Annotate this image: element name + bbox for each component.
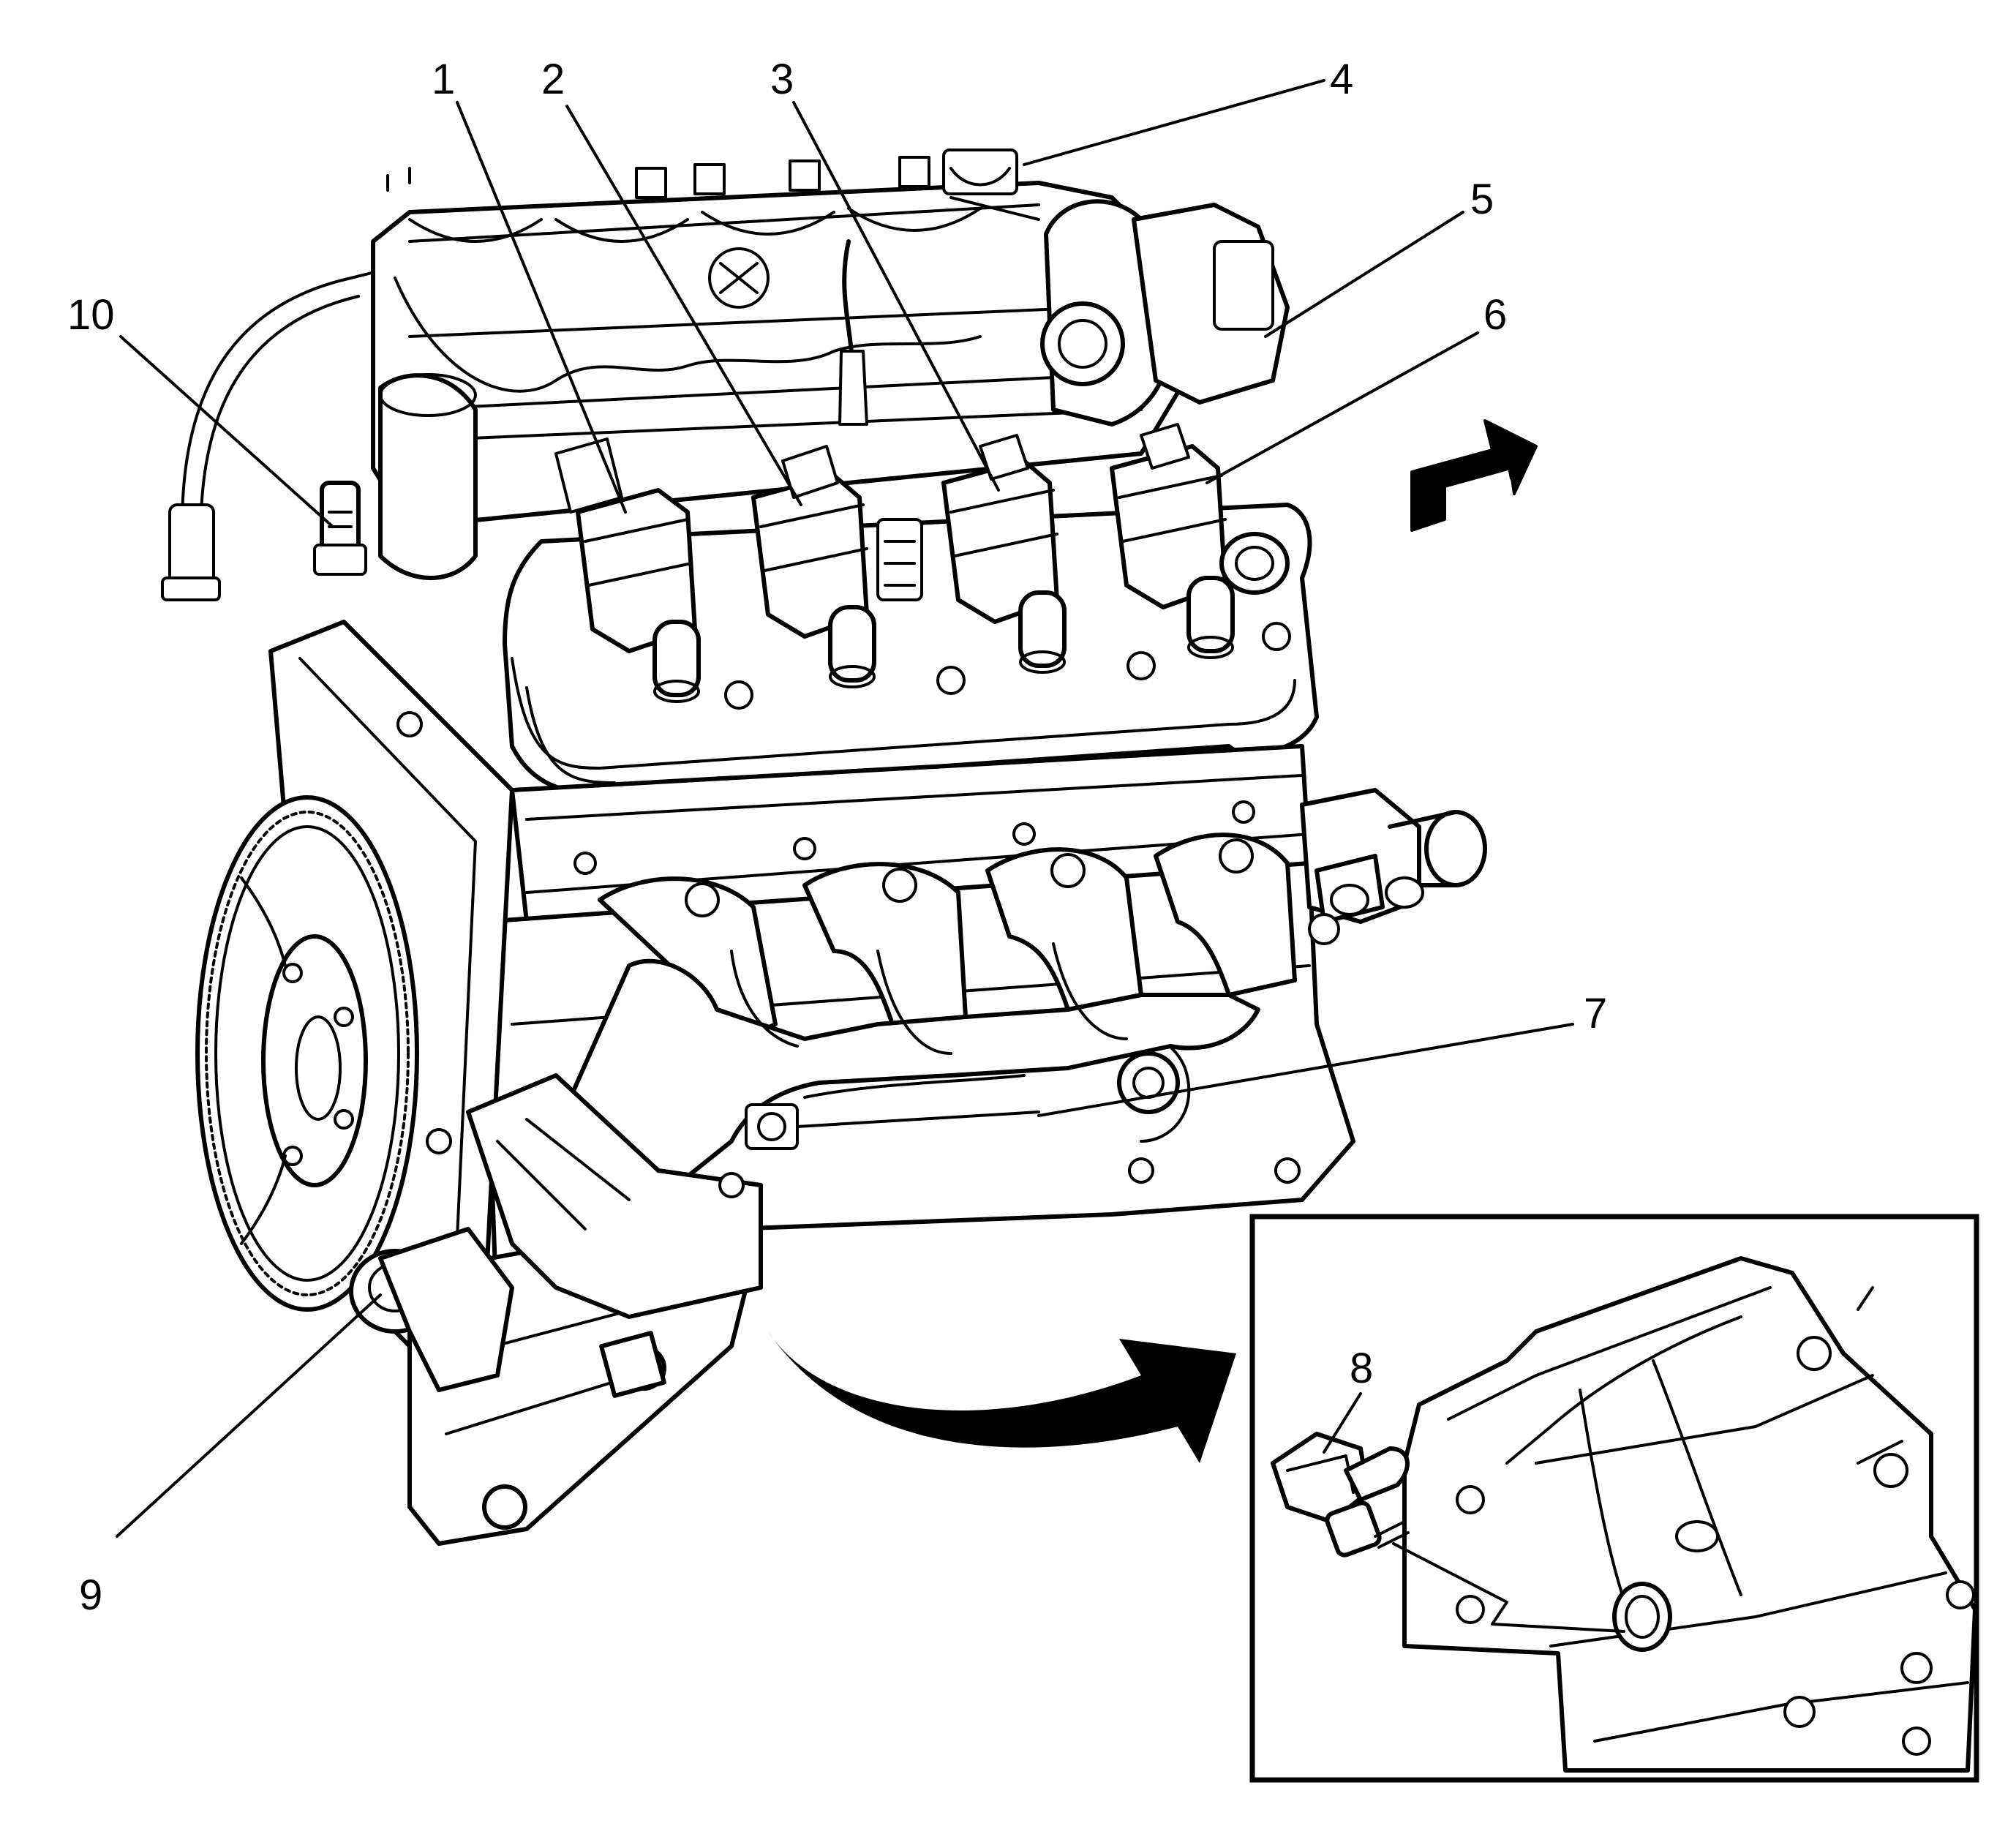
crankshaft-position-sensor [1271,1432,1410,1558]
callout-4: 4 [1330,56,1353,103]
ignition-coil-3 [941,434,1067,674]
leader-line-5 [1264,211,1464,338]
callout-1: 1 [432,56,455,103]
leader-line-10 [119,335,334,528]
flywheel [195,795,514,1392]
engine-assembly [161,149,1487,1546]
coil-connector [876,518,923,601]
leader-line-9 [116,1293,382,1538]
callout-8: 8 [1350,1345,1373,1392]
callout-5: 5 [1470,176,1494,223]
leader-line-6 [1206,331,1479,484]
forward-direction-arrow-icon [1410,419,1538,532]
wiring-harness [161,269,382,601]
valve-cover [503,503,1319,794]
throttle-body [942,149,1290,427]
callout-7: 7 [1584,990,1607,1037]
exhaust-manifold [466,833,1297,1319]
rear-sensor [313,481,367,576]
ignition-coil-1 [554,437,701,703]
leader-lines [116,79,1574,1538]
leader-line-4 [1023,79,1325,166]
detail-inset [1249,1214,1979,1783]
water-outlet [1300,788,1487,945]
callout-6: 6 [1483,291,1507,339]
callout-9: 9 [79,1571,102,1619]
detail-view-arrow-icon [768,1331,1236,1463]
leader-line-3 [792,101,1000,492]
leader-line-1 [456,101,627,514]
ignition-coil-4 [1110,423,1290,659]
leader-line-2 [565,105,802,506]
leader-line-8 [1323,1392,1362,1454]
callout-2: 2 [541,56,565,103]
leader-line-7 [1037,1023,1574,1117]
knock-sensor-connector [745,1074,1040,1150]
sensor-install-leader [1392,1542,1625,1633]
callout-numbers: 1 2 3 4 5 6 7 8 9 10 [67,56,1607,1619]
ignition-coil-2 [751,445,876,688]
callout-10: 10 [67,291,115,339]
oil-pan-detail [1402,1256,1977,1773]
callout-3: 3 [770,56,794,103]
